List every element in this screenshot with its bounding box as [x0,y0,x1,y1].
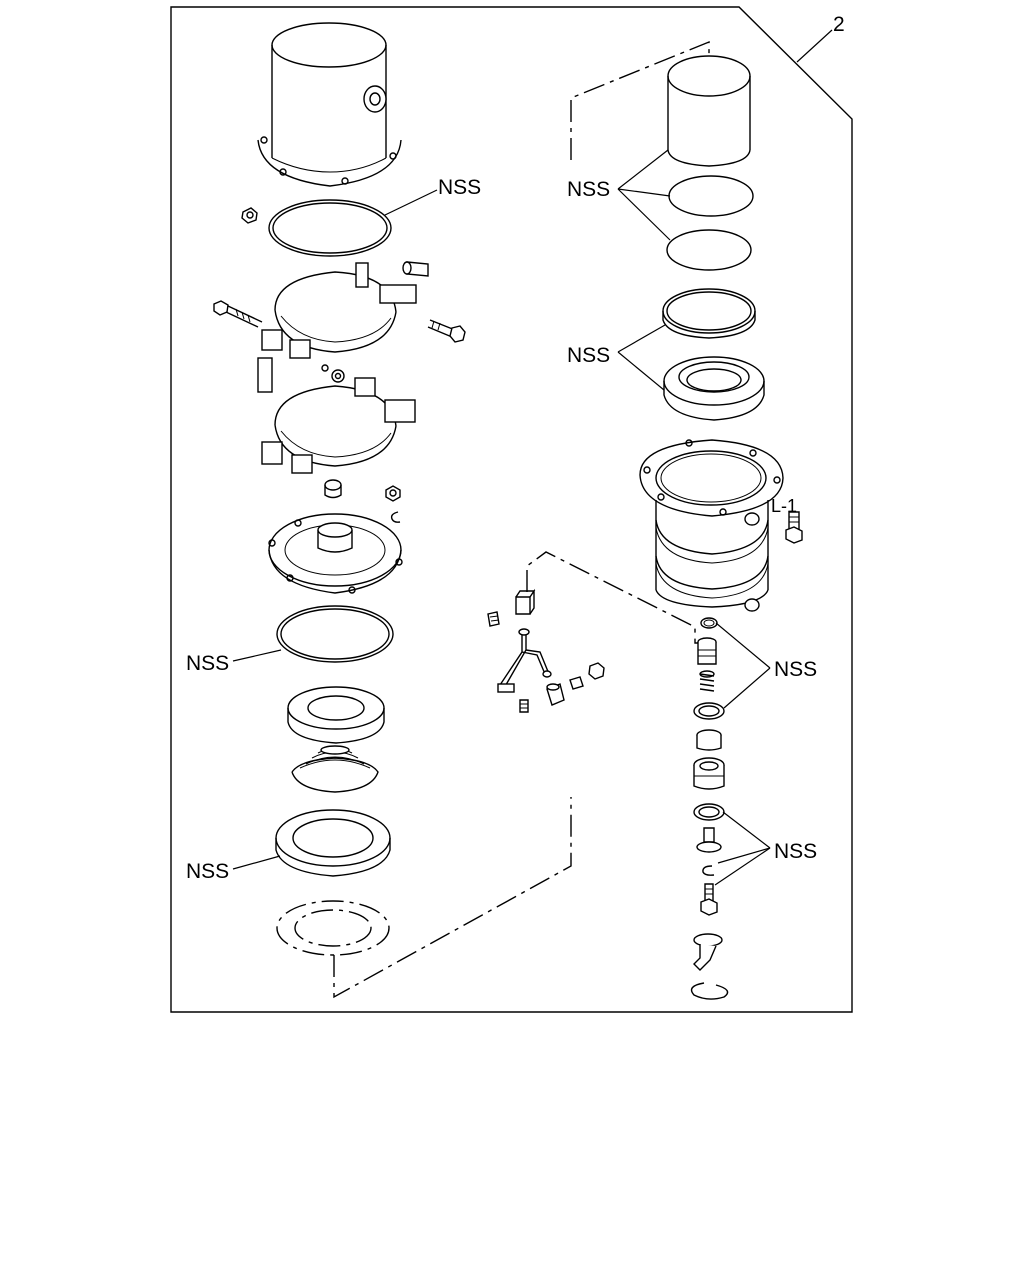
valve-spring [699,670,715,692]
nut-small-3 [385,485,401,502]
seal-ring-lower-left [275,809,391,877]
nss-leader-mid-left [232,649,282,662]
nss-label-valve-lower: NSS [774,840,817,863]
assembly-line-right [570,40,710,160]
nss-leader-top-left [384,189,438,216]
bleed-screw [785,511,803,544]
assembly-line-center [526,551,704,644]
bellows [291,745,379,793]
nss-label-top-right: NSS [567,178,610,201]
sub-ref-label: L-1 [771,496,797,516]
o-ring-top [268,199,392,257]
drain-elbow [693,933,723,971]
nss-label-mid-left: NSS [186,652,229,675]
nss-leader-valve-upper-b [723,667,771,709]
valve-cup [696,729,722,751]
nss-leader-top-right-b [617,188,671,197]
seal-disc-lower [666,229,752,271]
nss-leader-bottom-left [232,855,281,870]
wire-harness [497,628,552,693]
snap-ring [690,982,729,1000]
nut-small-1 [241,207,258,224]
ref-number: 2 [833,13,845,36]
bolt-left [213,300,263,328]
valve-seat [693,757,725,790]
nss-leader-top-right-c [617,188,671,241]
drain-bolt [700,883,718,916]
assembly-line-left [333,797,572,999]
bolt-right [427,319,466,343]
o-ring-valve-1 [700,617,718,629]
nss-leader-valve-lower-c [714,847,771,886]
nss-label-valve-upper: NSS [774,658,817,681]
valve-stem [696,827,722,853]
upper-clamp-band [261,262,417,359]
seal-disc-upper [668,175,754,217]
valve-body [697,637,717,665]
filter-head-housing [639,439,784,612]
washer-valve-1 [693,702,725,720]
nss-leader-mid-right-a [617,324,666,353]
nss-leader-valve-lower-b [717,847,771,864]
plug-small [324,479,342,499]
spacer-pin [402,261,429,277]
nss-leader-top-right-a [617,149,669,190]
nss-label-top-left: NSS [438,176,481,199]
nut-small-2 [321,364,345,383]
nss-leader-mid-right-b [617,351,665,391]
nss-leader-valve-lower-a [722,811,771,849]
seal-washer-left [287,686,385,744]
clip-small-1 [390,511,401,523]
dashed-gasket [276,900,390,956]
clip-small-2 [702,865,715,876]
diagram-frame [170,6,853,1013]
retainer-ring [662,288,756,339]
housing-cover [257,22,402,187]
nss-leader-valve-upper-a [715,622,771,669]
o-ring-mid-left [276,605,394,663]
diaphragm-plate [268,513,403,594]
screw-center-1 [487,611,500,627]
seal-holder [663,356,765,421]
ref-leader-2 [796,29,833,63]
bracket-center [515,588,536,615]
nut-center [588,662,605,680]
lower-clamp-band [257,357,416,474]
nss-label-bottom-left: NSS [186,860,229,883]
clip-center [569,676,584,690]
sleeve-center [546,683,565,706]
filter-cartridge [667,55,751,167]
washer-valve-2 [693,803,725,821]
screw-center-2 [519,699,529,713]
nss-label-mid-right: NSS [567,344,610,367]
